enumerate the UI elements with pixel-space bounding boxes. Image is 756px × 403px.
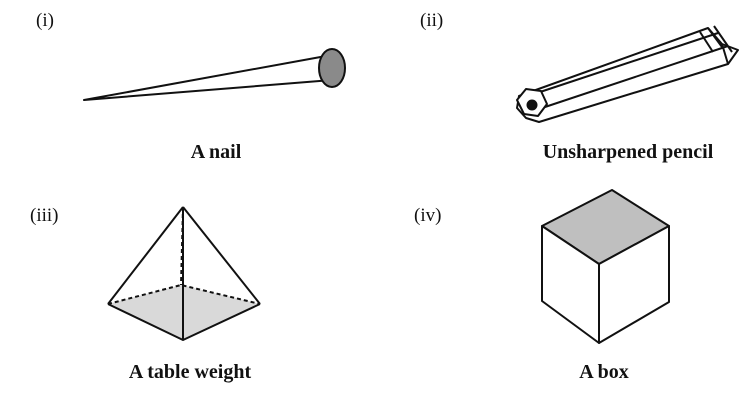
panel-label-iii: (iii) (30, 205, 59, 226)
caption-box: A box (579, 361, 629, 383)
pencil-icon (516, 25, 739, 123)
panel-label-iv: (iv) (414, 205, 442, 226)
pyramid-icon (107, 206, 261, 341)
panel-label-ii: (ii) (420, 10, 444, 31)
nail-icon (83, 48, 346, 101)
cube-icon (541, 189, 670, 344)
caption-table-weight: A table weight (128, 361, 252, 383)
caption-nail: A nail (190, 141, 242, 163)
panel-label-i: (i) (36, 10, 54, 31)
caption-pencil: Unsharpened pencil (542, 141, 714, 163)
